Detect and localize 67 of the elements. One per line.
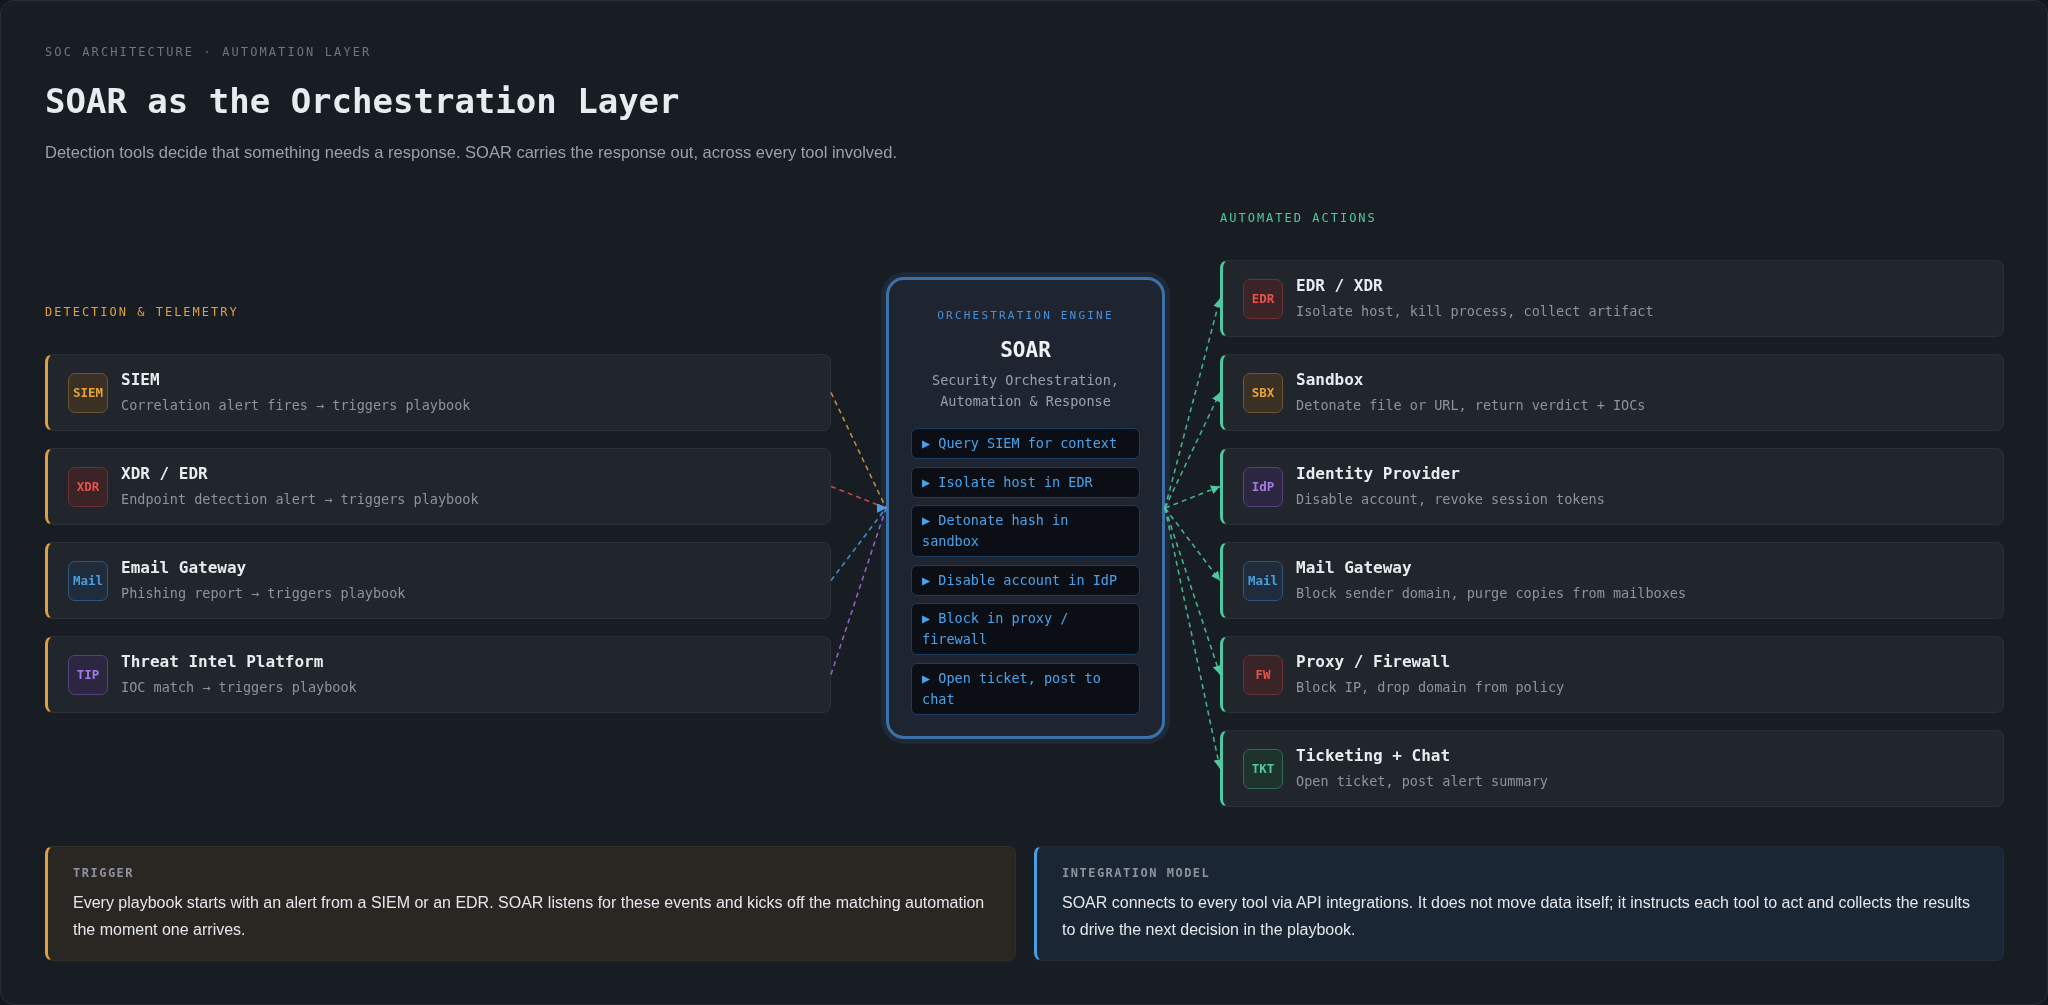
card-title: Ticketing + Chat [1296,746,1452,766]
card-description: Open ticket, post alert summary [1296,772,1549,790]
info-panel [1034,846,2004,961]
dashed-connector [1164,391,1221,509]
dashed-connector [1164,507,1221,582]
playbook-step: ▶ Isolate host in EDR [911,466,1140,498]
card-description: Correlation alert fires → triggers playbook [121,396,472,414]
page-subtitle: Detection tools decide that something needs a response. SOAR carries the response out, across every tool involved. [45,142,898,163]
column-heading: AUTOMATED ACTIONS [1220,210,1377,226]
panel-subtitle: Security Orchestration, Automation & Response [931,371,1120,411]
tool-badge: TKT [1243,749,1283,789]
note-heading: INTEGRATION MODEL [1062,865,1212,881]
detection-card [45,542,831,619]
card-description: IOC match → triggers playbook [121,678,358,696]
card-title: Proxy / Firewall [1296,652,1452,672]
playbook-step: ▶ Open ticket, post to chat [911,662,1140,715]
tool-badge: IdP [1243,467,1283,507]
page-eyebrow: SOC ARCHITECTURE · AUTOMATION LAYER [45,44,372,60]
card-description: Phishing report → triggers playbook [121,584,407,602]
card-title: Sandbox [1296,370,1365,390]
action-card [1220,730,2004,807]
tool-badge: Mail [1243,561,1283,601]
detection-card [45,354,831,431]
card-description: Isolate host, kill process, collect artifact [1296,302,1655,320]
action-card [1220,448,2004,525]
orchestration-panel [886,277,1165,739]
card-title: Mail Gateway [1296,558,1413,578]
card-title: XDR / EDR [121,464,209,484]
dashed-connector [1164,485,1221,509]
card-title: Identity Provider [1296,464,1461,484]
tool-badge: SIEM [68,373,108,413]
dashed-connector [830,503,887,676]
page-title: SOAR as the Orchestration Layer [45,81,680,121]
playbook-step: ▶ Block in proxy / firewall [911,603,1140,655]
dashed-connector [1164,507,1223,770]
card-description: Endpoint detection alert → triggers playbook [121,490,480,508]
panel-eyebrow: ORCHESTRATION ENGINE [936,309,1115,323]
tool-badge: FW [1243,655,1283,695]
tool-badge: EDR [1243,279,1283,319]
detection-card [45,636,831,713]
tool-badge: Mail [68,561,108,601]
card-description: Detonate file or URL, return verdict + IOCs [1296,396,1647,414]
tool-badge: XDR [68,467,108,507]
note-heading: TRIGGER [73,865,136,881]
playbook-step: ▶ Disable account in IdP [911,564,1140,596]
column-heading: DETECTION & TELEMETRY [45,304,239,320]
note-body: SOAR connects to every tool via API integrations. It does not move data itself; it instructs each tool to act and collects the results to drive the next decision in the playbook. [1062,893,1971,940]
playbook-step: ▶ Query SIEM for context [911,428,1140,459]
info-panel [45,846,1016,961]
card-description: Block sender domain, purge copies from mailboxes [1296,584,1688,602]
panel-title: SOAR [999,337,1052,364]
dashed-connector [1164,507,1222,676]
card-description: Block IP, drop domain from policy [1296,678,1566,696]
action-card [1220,260,2004,337]
action-card [1220,636,2004,713]
card-title: SIEM [121,370,161,390]
card-title: Email Gateway [121,558,248,578]
detection-card [45,448,831,525]
note-body: Every playbook starts with an alert from a SIEM or an EDR. SOAR listens for these events and kicks off the matching automation the moment one arrives. [73,893,985,940]
tool-badge: SBX [1243,373,1283,413]
card-description: Disable account, revoke session tokens [1296,490,1606,508]
card-title: Threat Intel Platform [121,652,325,672]
tool-badge: TIP [68,655,108,695]
action-card [1220,542,2004,619]
action-card [1220,354,2004,431]
playbook-step: ▶ Detonate hash in sandbox [911,505,1140,557]
card-title: EDR / XDR [1296,276,1384,296]
